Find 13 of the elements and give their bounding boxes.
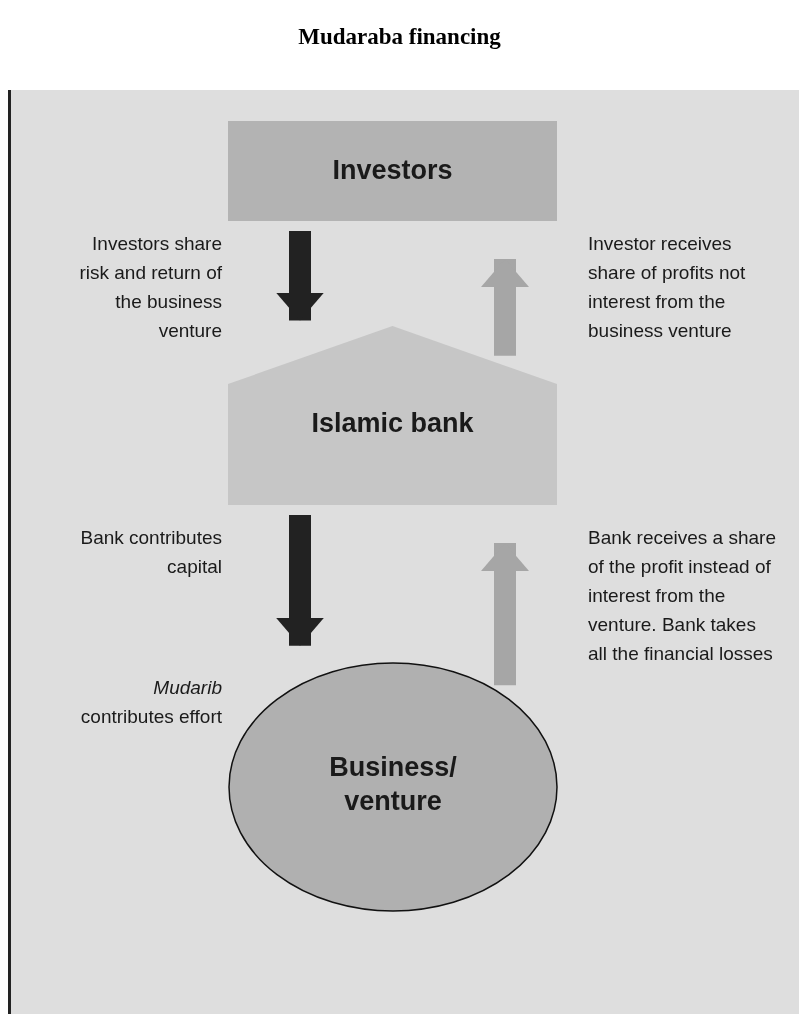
block-arrow bbox=[481, 259, 529, 356]
note-text: Mudarib contributes effort bbox=[79, 676, 222, 729]
diagram-title: Mudaraba financing bbox=[297, 24, 502, 50]
edge-label: Investors share risk and return of the business venture bbox=[78, 232, 222, 343]
edge-label: Bank contributes capital bbox=[79, 526, 222, 579]
node-label: Islamic bank bbox=[310, 407, 475, 440]
block-arrow bbox=[276, 515, 324, 646]
block-arrow bbox=[481, 543, 529, 686]
block-arrow bbox=[276, 231, 324, 321]
edge-label: Bank receives a share of the profit instead of interest from the venture. Bank takes all the financial losses bbox=[588, 526, 777, 666]
node-label: Business/ venture bbox=[328, 751, 458, 818]
edge-label: Investor receives share of profits not interest from the business venture bbox=[588, 232, 747, 343]
node-label: Investors bbox=[331, 154, 454, 187]
